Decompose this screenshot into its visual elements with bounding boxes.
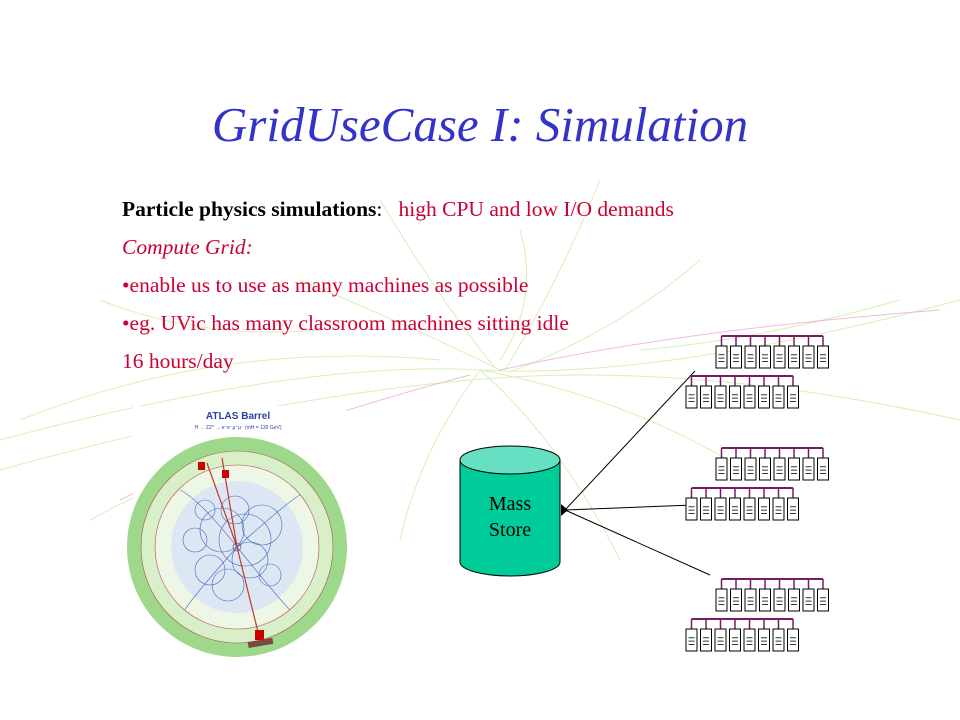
mass-store-label-line1: Mass [489,493,531,515]
bullet-many-machines: •enable us to use as many machines as po… [122,273,529,297]
computer-node [802,345,815,369]
computer-node [759,345,771,369]
mass-store-label-line2: Store [489,519,531,541]
computer-node [758,628,770,652]
computer-node [759,457,771,481]
atlas-detector-title: ATLAS Barrel [206,411,270,422]
computer-node [715,345,728,369]
computer-node [787,497,799,521]
computer-node [743,628,756,652]
computer-node [700,497,712,521]
computer-node [788,457,800,481]
computer-node [787,628,799,652]
computer-node [714,628,727,652]
line-particle-physics: Particle physics simulations: high CPU a… [122,190,862,228]
atlas-detector-image: ATLAS Barrel H → ZZ* → e⁺e⁻μ⁺μ⁻ (mH = 13… [127,406,347,658]
computer-node [700,628,712,652]
computer-node [817,588,829,612]
slide-body: Particle physics simulations: high CPU a… [122,190,862,380]
machine-rack [715,578,829,612]
computer-node [730,457,742,481]
atlas-detector-subtitle: H → ZZ* → e⁺e⁻μ⁺μ⁻ (mH = 130 GeV) [194,425,281,431]
computer-node [730,588,742,612]
computer-node [729,385,741,409]
machine-rack [685,618,799,652]
bullet-uvic-classrooms: •eg. UVic has many classroom machines si… [122,311,569,335]
computer-node [758,385,770,409]
computer-node [685,497,698,521]
computer-node [817,345,829,369]
computer-node [744,457,757,481]
computer-node [729,497,741,521]
computer-node [744,588,757,612]
compute-grid-heading: Compute Grid: [122,235,253,259]
computer-node [744,345,757,369]
computer-node [788,588,800,612]
connection-to-farm-3 [564,509,711,576]
computer-node [743,497,756,521]
computer-node [787,385,799,409]
computer-node [788,345,800,369]
machine-rack [715,335,829,369]
label-colon: : [376,197,383,221]
computer-node [802,588,815,612]
computer-node [758,497,770,521]
machine-farms [685,335,829,652]
computer-node [743,385,756,409]
computer-node [773,457,786,481]
particle-physics-label: Particle physics simulations [122,197,377,221]
computer-node [715,588,728,612]
computer-node [730,345,742,369]
computer-node [729,628,741,652]
computer-node [700,385,712,409]
computer-node [715,457,728,481]
idle-hours-text: 16 hours/day [122,349,234,373]
connection-to-farm-2 [564,504,694,511]
computer-node [773,588,786,612]
computer-node [772,497,785,521]
cpu-io-demands-text: high CPU and low I/O demands [382,197,674,221]
grid-connections [564,370,711,576]
connection-to-farm-1 [564,370,696,511]
computer-node [685,628,698,652]
computer-node [802,457,815,481]
computer-node [759,588,771,612]
mass-store-cylinder: Mass Store [459,445,568,577]
computer-node [773,345,786,369]
machine-rack [685,487,799,521]
computer-node [772,385,785,409]
machine-rack [685,375,799,409]
slide-title: GridUseCase I: Simulation [211,97,749,152]
computer-node [714,385,727,409]
computer-node [714,497,727,521]
machine-rack [715,447,829,481]
computer-node [772,628,785,652]
computer-node [817,457,829,481]
computer-node [685,385,698,409]
